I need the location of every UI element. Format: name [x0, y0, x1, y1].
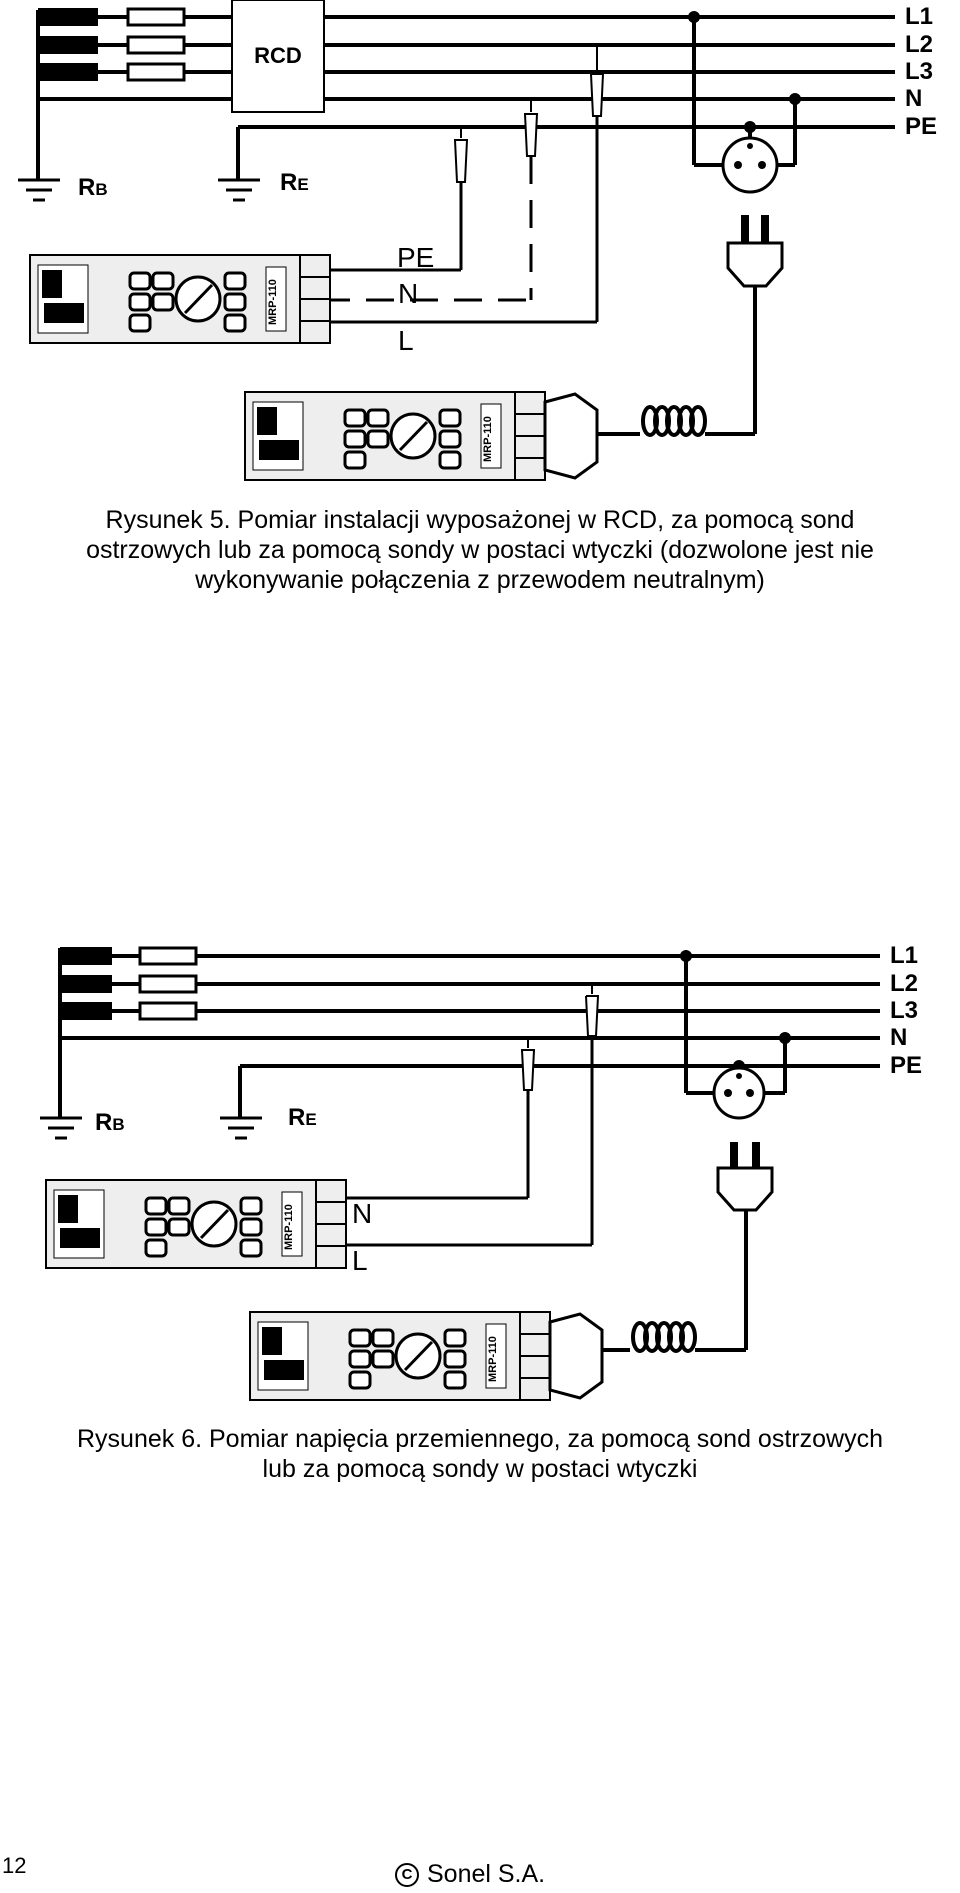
bus-label-l2: L2	[890, 970, 918, 997]
figure-1-caption: Rysunek 5. Pomiar instalacji wyposażonej…	[0, 505, 960, 595]
rcd-label: RCD	[254, 43, 302, 68]
probe-l	[585, 984, 600, 1245]
bus-label-pe: PE	[890, 1052, 922, 1079]
coiled-cable	[597, 286, 757, 437]
coiled-cable	[602, 1210, 748, 1353]
bus-label-n: N	[905, 85, 922, 112]
probe-l	[589, 45, 605, 322]
footer-copyright: C Sonel S.A.	[395, 1860, 545, 1889]
caption-line: lub za pomocą sondy w postaci wtyczki	[262, 1455, 698, 1483]
probe-n	[520, 1038, 536, 1198]
meter-mrp-110-plug: MRP-110	[249, 1311, 604, 1401]
meter-mrp-110-probes: MRP-110	[29, 254, 331, 344]
company-name: Sonel S.A.	[427, 1860, 546, 1888]
caption-line: Rysunek 6. Pomiar napięcia przemiennego,…	[77, 1425, 883, 1453]
lead-label-pe: PE	[397, 242, 434, 273]
socket-icon	[712, 1066, 766, 1120]
meter-model-label: MRP-110	[487, 1336, 499, 1382]
rb-label: RB	[95, 1109, 125, 1136]
socket-icon	[721, 136, 779, 194]
plug-icon	[726, 215, 784, 288]
probe-n	[523, 99, 539, 300]
figure-2-diagram: RB RE L1 L2 L3 N PE N L	[0, 940, 960, 1410]
lead-label-l: L	[398, 325, 414, 356]
meter-model-label: MRP-110	[482, 416, 494, 462]
probe-pe	[453, 127, 469, 270]
bus-label-l1: L1	[905, 3, 933, 30]
caption-line: ostrzowych lub za pomocą sondy w postaci…	[86, 536, 874, 564]
caption-line: Rysunek 5. Pomiar instalacji wyposażonej…	[105, 506, 855, 534]
figure-1-diagram: RCD RB RE L1 L2 L3 N PE	[0, 0, 960, 500]
figure-1-svg: RCD RB RE L1 L2 L3 N PE	[18, 0, 937, 481]
plug-icon	[716, 1142, 774, 1212]
re-label: RE	[280, 169, 309, 196]
caption-line: wykonywanie połączenia z przewodem neutr…	[195, 566, 765, 594]
lead-label-n: N	[352, 1198, 372, 1229]
meter-mrp-110-plug: MRP-110	[244, 391, 599, 481]
bus-label-l3: L3	[890, 997, 918, 1024]
rcd-box	[231, 0, 325, 113]
re-label: RE	[288, 1104, 317, 1131]
rb-label: RB	[78, 174, 108, 201]
bus-label-l1: L1	[890, 942, 918, 969]
meter-mrp-110-probes: MRP-110	[45, 1179, 347, 1269]
figure-2-svg: RB RE L1 L2 L3 N PE N L	[40, 942, 922, 1401]
figure-2-caption: Rysunek 6. Pomiar napięcia przemiennego,…	[0, 1424, 960, 1484]
meter-model-label: MRP-110	[267, 279, 279, 325]
lead-label-l: L	[352, 1245, 368, 1276]
meter-model-label: MRP-110	[283, 1204, 295, 1250]
bus-label-pe: PE	[905, 113, 937, 140]
bus-label-l2: L2	[905, 31, 933, 58]
copyright-icon: C	[395, 1862, 419, 1887]
page-number: 12	[2, 1853, 27, 1878]
bus-label-l3: L3	[905, 58, 933, 85]
lead-label-n: N	[398, 278, 418, 309]
bus-label-n: N	[890, 1024, 907, 1051]
